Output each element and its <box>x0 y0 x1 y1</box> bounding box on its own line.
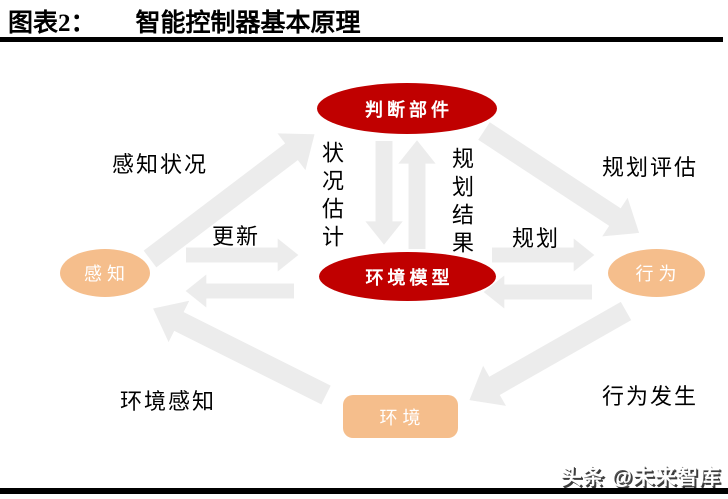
label-environment-perception: 环境感知 <box>120 389 217 414</box>
label-update: 更新 <box>212 224 261 249</box>
watermark-toutiao: 头条 @未来智库 <box>560 466 721 489</box>
label-planning-evaluation: 规划评估 <box>602 155 699 180</box>
label-behavior-occurs: 行为发生 <box>602 384 699 409</box>
node-behavior: 行为 <box>608 249 705 297</box>
label-status-estimation: 状况估计 <box>319 141 344 253</box>
node-perception: 感知 <box>60 249 150 297</box>
label-planning-result: 规划结果 <box>449 147 474 259</box>
node-judgment: 判断部件 <box>317 83 497 134</box>
node-judgment-label: 判断部件 <box>365 99 453 120</box>
node-env-model-label: 环境模型 <box>365 267 454 288</box>
figure-title-text: 智能控制器基本原理 <box>135 10 361 37</box>
label-perceived-status: 感知状况 <box>112 152 209 177</box>
title-underline <box>0 37 723 42</box>
figure-title-prefix: 图表2： <box>8 10 96 37</box>
arrow-environment-to-perception <box>153 300 331 405</box>
node-environment-label: 环境 <box>379 407 426 428</box>
bottom-rule <box>0 488 728 494</box>
node-perception-label: 感知 <box>84 264 130 284</box>
node-env-model: 环境模型 <box>319 252 496 301</box>
node-behavior-label: 行为 <box>635 264 682 284</box>
node-environment: 环境 <box>343 395 458 438</box>
label-planning: 规划 <box>512 226 561 251</box>
figure-title: 图表2： 智能控制器基本原理 <box>8 3 720 39</box>
